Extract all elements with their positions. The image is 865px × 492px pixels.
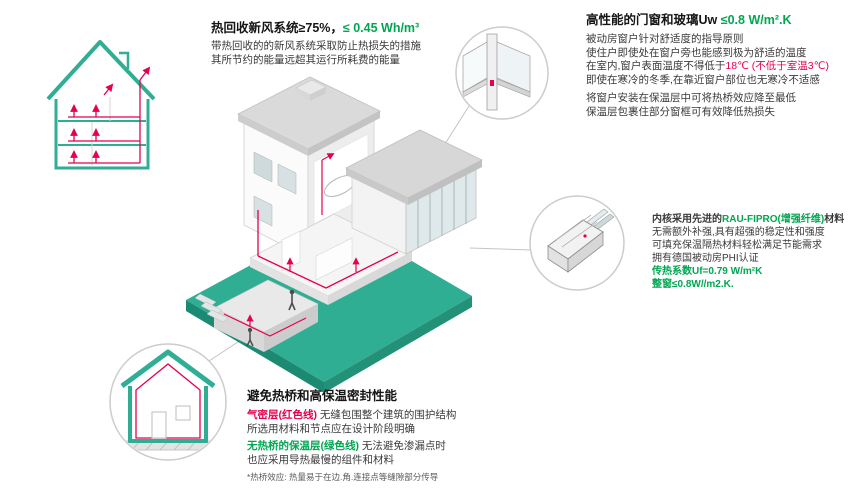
windows-line2: 使住户即使处在窗户旁也能感到极为舒适的温度 [586, 46, 807, 59]
profile-line1-b: RAU-FIPRO(增强纤维) [722, 214, 825, 225]
windows-line5: 将窗户安装在保温层中可将热桥效应降至最低 [586, 92, 796, 104]
heat-recovery-line1: 带热回收的的新风系统采取防止热损失的措施 [211, 40, 421, 52]
window-profile-detail-circle [529, 195, 625, 291]
thermal-bridge-line1: 气密层(红色线) 无缝包围整个建筑的围护结构 [247, 409, 456, 423]
basement-steps [194, 293, 229, 323]
windows-line6: 保温层包裹住部分窗框可有效降低热损失 [586, 105, 775, 118]
heat-recovery-house-icon [46, 40, 156, 170]
windows-line3-red: 18℃ (不低于室温3℃) [725, 60, 829, 72]
windows-line4: 即使在寒冷的冬季,在靠近窗户部位也无寒冷不适感 [586, 73, 820, 86]
heat-recovery-title: 热回收新风系统≥75%，≤ 0.45 Wh/m³ [211, 21, 421, 36]
profile-line1: 内核采用先进的RAU-FIPRO(增强纤维)材料 [652, 213, 844, 226]
thermal-bridge-line3-green: 无热桥的保温层(绿色线) [247, 440, 359, 452]
heat-recovery-title-value: ≤ 0.45 Wh/m³ [342, 21, 420, 35]
thermal-bridge-line3-rest: 无法避免渗漏点时 [359, 440, 446, 452]
profile-line3: 可填充保温隔热材料轻松满足节能需求 [652, 240, 822, 251]
heat-recovery-text-block: 热回收新风系统≥75%，≤ 0.45 Wh/m³ 带热回收的的新风系统采取防止热… [211, 21, 421, 67]
thermal-bridge-line1-rest: 无缝包围整个建筑的围护结构 [317, 409, 457, 421]
thermal-bridge-text-block: 避免热桥和高保温密封性能 气密层(红色线) 无缝包围整个建筑的围护结构 所选用材… [247, 389, 456, 483]
windows-text-block: 高性能的门窗和玻璃Uw ≤0.8 W/m².K 被动房窗户针对舒适度的指导原则 … [586, 13, 829, 119]
windows-title-value: ≤0.8 W/m².K [720, 13, 792, 27]
windows-line3-black: 在室内,窗户表面温度不得低于 [586, 60, 726, 72]
profile-line2: 无需额外补强,具有超强的稳定性和强度 [652, 227, 825, 238]
profile-line4: 拥有德国被动房PHI认证 [652, 253, 759, 264]
thermal-bridge-line1-red: 气密层(红色线) [247, 409, 317, 421]
heat-recovery-title-main: 热回收新风系统≥75%， [211, 21, 343, 35]
thermal-bridge-footnote: *热桥效应: 热量易于在边.角.连接点等缝隙部分传导 [247, 472, 439, 482]
profile-line5: 传热系数Uf=0.79 W/m²K [652, 266, 763, 277]
person-figure [288, 289, 296, 311]
thermal-bridge-line4: 也应采用导热最慢的组件和材料 [247, 453, 394, 466]
profile-line6: 整窗≤0.8W//m2.K. [652, 279, 734, 290]
thermal-bridge-line2: 所选用材料和节点应在设计阶段明确 [247, 422, 415, 435]
windows-title: 高性能的门窗和玻璃Uw ≤0.8 W/m².K [586, 13, 829, 28]
insulation-section-circle [109, 343, 227, 461]
profile-line1-c: 材料 [824, 214, 845, 225]
windows-line3: 在室内,窗户表面温度不得低于18℃ (不低于室温3℃) [586, 60, 829, 74]
profile-text-block: 内核采用先进的RAU-FIPRO(增强纤维)材料 无需额外补强,具有超强的稳定性… [652, 213, 844, 291]
isometric-house-illustration [186, 76, 483, 393]
profile-line1-a: 内核采用先进的 [652, 214, 722, 225]
windows-line1: 被动房窗户针对舒适度的指导原则 [586, 33, 744, 45]
windows-title-main: 高性能的门窗和玻璃Uw [586, 13, 721, 27]
thermal-bridge-title: 避免热桥和高保温密封性能 [247, 389, 398, 403]
glass-mullions [417, 168, 467, 248]
heat-recovery-line2: 其所节约的能量远超其运行所耗费的能量 [211, 53, 400, 66]
thermal-bridge-line3: 无热桥的保温层(绿色线) 无法避免渗漏点时 [247, 440, 456, 454]
person-figure [246, 327, 254, 347]
window-corner-detail-circle [455, 26, 549, 120]
